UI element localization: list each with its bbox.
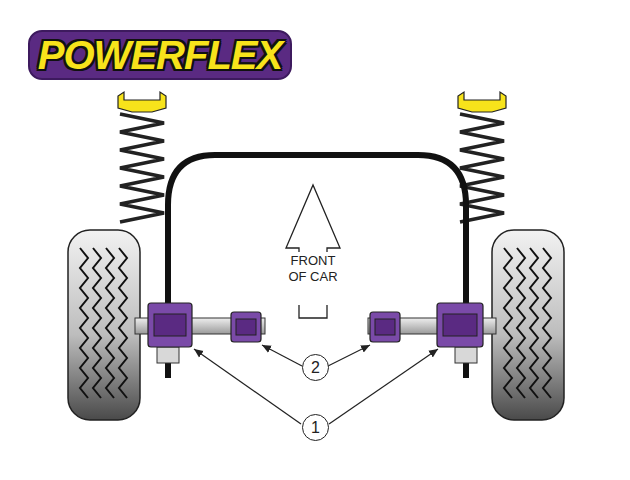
- tread-line: [106, 248, 114, 398]
- logo-text: POWERFLEX: [38, 33, 282, 78]
- tread-line: [517, 248, 525, 398]
- tyre-tread: [80, 248, 551, 398]
- tread-line: [93, 248, 101, 398]
- logo-badge: POWERFLEX: [28, 30, 292, 80]
- spring-mount: [118, 92, 166, 112]
- left-tyre: [68, 230, 140, 420]
- inner-bush: [370, 312, 400, 342]
- tread-line: [119, 248, 127, 398]
- outer-bush: [437, 303, 483, 347]
- callout-number: 2: [311, 359, 320, 377]
- tread-line: [530, 248, 538, 398]
- right-tyre: [492, 230, 564, 420]
- spring-coil: [120, 114, 164, 222]
- anti-roll-bar: [168, 155, 466, 378]
- front-arrow: [299, 305, 327, 318]
- tread-line: [543, 248, 551, 398]
- inner-bush: [231, 312, 261, 342]
- spring-mount: [458, 92, 506, 112]
- front-arrow: [286, 185, 340, 252]
- leader-line: [329, 349, 438, 424]
- callout-number: 1: [311, 419, 320, 437]
- callout-number: 2: [302, 354, 329, 381]
- leader-line: [194, 349, 301, 424]
- outer-bush: [148, 303, 192, 347]
- nut: [157, 347, 179, 363]
- tread-line: [504, 248, 512, 398]
- nut: [455, 347, 477, 363]
- tread-line: [80, 248, 88, 398]
- leader-line: [328, 345, 370, 366]
- callout-number: 1: [302, 414, 329, 441]
- leader-line: [262, 345, 302, 366]
- direction-label: FRONT OF CAR: [286, 253, 340, 285]
- front-arrow-label: FRONT OF CAR: [286, 253, 340, 285]
